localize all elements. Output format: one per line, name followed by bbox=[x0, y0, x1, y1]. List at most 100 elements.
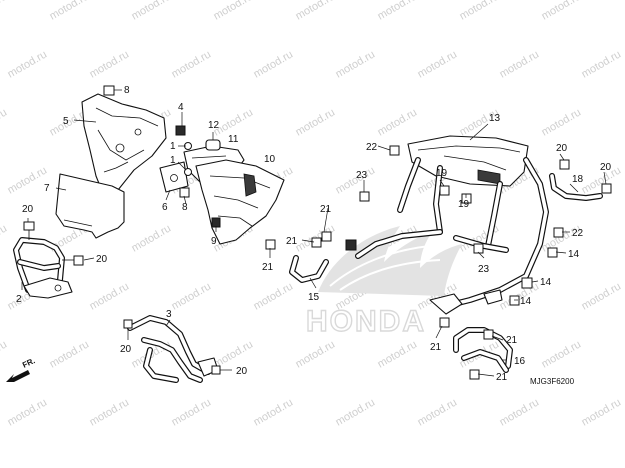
callout-11: 11 bbox=[228, 134, 239, 145]
callout-21: 21 bbox=[506, 335, 518, 346]
callout-21: 21 bbox=[430, 342, 442, 353]
watermark-text: motod.ru bbox=[212, 0, 256, 23]
callout-8: 8 bbox=[124, 85, 130, 96]
watermark-text: motod.ru bbox=[130, 222, 174, 254]
callout-2: 2 bbox=[16, 294, 22, 305]
front-direction-arrow: FR. bbox=[6, 356, 37, 382]
watermark-text: motod.ru bbox=[334, 396, 378, 428]
callout-21: 21 bbox=[320, 204, 332, 215]
watermark-text: motod.ru bbox=[498, 48, 542, 80]
honda-wing-logo: HONDA bbox=[305, 226, 462, 339]
callout-19: 20 bbox=[600, 162, 612, 173]
watermark-text: motod.ru bbox=[6, 164, 50, 196]
watermark-text: motod.ru bbox=[0, 222, 9, 254]
watermark-text: motod.ru bbox=[294, 106, 338, 138]
watermark-text: motod.ru bbox=[48, 0, 92, 23]
callout-1: 1 bbox=[170, 141, 176, 152]
watermark-text: motod.ru bbox=[416, 396, 460, 428]
callout-3: 3 bbox=[166, 309, 172, 320]
watermark-text: motod.ru bbox=[252, 48, 296, 80]
watermark-text: motod.ru bbox=[88, 396, 132, 428]
callout-numbers: 5 8 7 4 1 1 6 8 12 11 10 9 13 22 23 19 1… bbox=[16, 85, 612, 383]
part-5-upper-side-cover bbox=[81, 93, 167, 197]
diagram-code: MJG3F6200 bbox=[530, 377, 575, 386]
part-4-nut bbox=[175, 125, 186, 136]
watermark-text: motod.ru bbox=[294, 0, 338, 23]
callout-6: 6 bbox=[162, 202, 168, 213]
callout-14: 14 bbox=[568, 249, 580, 260]
watermark-text: motod.ru bbox=[48, 338, 92, 370]
watermark-text: motod.ru bbox=[498, 396, 542, 428]
callout-22: 22 bbox=[572, 228, 584, 239]
callout-8: 8 bbox=[182, 202, 188, 213]
part-3-lower-guard bbox=[123, 315, 221, 383]
part-17-stay bbox=[549, 159, 612, 201]
callout-13: 13 bbox=[489, 113, 501, 124]
part-9-bolt bbox=[211, 217, 221, 228]
watermark-text: motod.ru bbox=[6, 48, 50, 80]
callout-9: 9 bbox=[211, 236, 217, 247]
part-15-bracket bbox=[265, 231, 357, 283]
part-12-grommet bbox=[205, 139, 221, 151]
callout-17: 18 bbox=[572, 174, 584, 185]
watermark-text: motod.ru bbox=[88, 280, 132, 312]
callout-20: 20 bbox=[120, 344, 132, 355]
callout-19: 20 bbox=[556, 143, 568, 154]
part-7-side-plate bbox=[55, 173, 125, 239]
callout-14: 14 bbox=[520, 296, 532, 307]
callout-20: 20 bbox=[22, 204, 34, 215]
callout-7: 7 bbox=[44, 183, 50, 194]
watermark-text: motod.ru bbox=[376, 106, 420, 138]
part-16-right-guard bbox=[439, 317, 513, 380]
watermark-text: motod.ru bbox=[416, 48, 460, 80]
callout-21: 21 bbox=[262, 262, 274, 273]
watermark-text: motod.ru bbox=[88, 48, 132, 80]
watermark-text: motod.ru bbox=[252, 280, 296, 312]
callout-18: 19 bbox=[458, 199, 470, 210]
callout-4: 4 bbox=[178, 102, 184, 113]
callout-14: 14 bbox=[540, 277, 552, 288]
part-2-left-guard bbox=[13, 221, 84, 299]
watermark-text: motod.ru bbox=[580, 280, 624, 312]
watermark-text: motod.ru bbox=[294, 338, 338, 370]
frame-bolts bbox=[359, 145, 564, 306]
leader-lines bbox=[21, 89, 607, 377]
callout-16: 16 bbox=[514, 356, 526, 367]
honda-logo-text: HONDA bbox=[306, 305, 426, 338]
watermark-text: motod.ru bbox=[580, 396, 624, 428]
watermark-text: motod.ru bbox=[540, 0, 584, 23]
watermark-text: motod.ru bbox=[252, 396, 296, 428]
watermark-text: motod.ru bbox=[376, 338, 420, 370]
callout-18: 19 bbox=[436, 168, 448, 179]
callout-12: 12 bbox=[208, 120, 220, 131]
callout-15: 15 bbox=[308, 292, 320, 303]
callout-20: 20 bbox=[96, 254, 108, 265]
part-10-outer-shroud bbox=[195, 159, 285, 245]
callout-1: 1 bbox=[170, 155, 176, 166]
watermark-text: motod.ru bbox=[6, 396, 50, 428]
watermark-text: motod.ru bbox=[540, 338, 584, 370]
watermark-text: motod.ru bbox=[170, 396, 214, 428]
watermark-text: motod.ru bbox=[170, 48, 214, 80]
watermark-text: motod.ru bbox=[334, 48, 378, 80]
callout-20: 20 bbox=[236, 366, 248, 377]
front-direction-label: FR. bbox=[21, 356, 36, 370]
callout-21: 21 bbox=[286, 236, 298, 247]
watermark-text: motod.ru bbox=[458, 0, 502, 23]
callout-23: 23 bbox=[356, 170, 368, 181]
watermark-text: motod.ru bbox=[0, 0, 9, 23]
part-13-main-frame bbox=[355, 135, 549, 315]
callout-5: 5 bbox=[63, 116, 69, 127]
watermark-text: motod.ru bbox=[376, 0, 420, 23]
watermark-text: motod.ru bbox=[580, 48, 624, 80]
callout-10: 10 bbox=[264, 154, 276, 165]
callout-23: 23 bbox=[478, 264, 490, 275]
watermark-text: motod.ru bbox=[130, 0, 174, 23]
part-1-collars bbox=[184, 142, 192, 176]
watermark-text: motod.ru bbox=[0, 338, 9, 370]
callout-22: 22 bbox=[366, 142, 378, 153]
watermark-text: motod.ru bbox=[0, 106, 9, 138]
callout-21: 21 bbox=[496, 372, 508, 383]
